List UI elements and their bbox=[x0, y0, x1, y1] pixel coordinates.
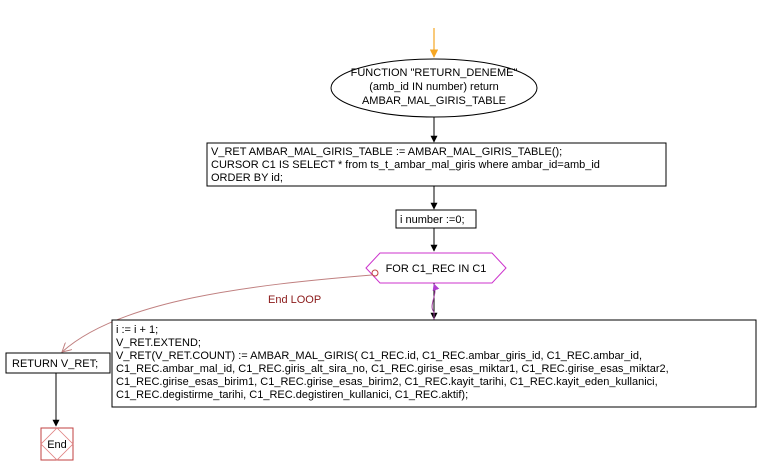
return-text: RETURN V_RET; bbox=[12, 358, 98, 370]
return-block[interactable]: RETURN V_RET; bbox=[5, 352, 111, 374]
declaration-block[interactable]: V_RET AMBAR_MAL_GIRIS_TABLE := AMBAR_MAL… bbox=[206, 142, 667, 187]
init-block[interactable]: i number :=0; bbox=[395, 209, 477, 229]
function-header-line-1: FUNCTION "RETURN_DENEME" bbox=[351, 67, 518, 79]
function-header-line-2: (amb_id IN number) return bbox=[369, 81, 499, 93]
end-terminal-text: End bbox=[47, 439, 67, 451]
end-loop-connector bbox=[62, 274, 373, 352]
declaration-line-3: ORDER BY id; bbox=[211, 172, 283, 184]
loop-decision-text: FOR C1_REC IN C1 bbox=[386, 263, 487, 275]
function-header-node[interactable]: FUNCTION "RETURN_DENEME" (amb_id IN numb… bbox=[330, 58, 538, 118]
loop-decision[interactable]: FOR C1_REC IN C1 bbox=[365, 252, 507, 284]
loop-body-line-1: i := i + 1; bbox=[116, 324, 158, 336]
loop-body-line-5: C1_REC.girise_esas_birim1, C1_REC.girise… bbox=[116, 376, 658, 388]
end-terminal[interactable]: End bbox=[40, 427, 74, 461]
loop-body-line-2: V_RET.EXTEND; bbox=[116, 337, 201, 349]
function-header-line-3: AMBAR_MAL_GIRIS_TABLE bbox=[362, 95, 506, 107]
loop-exit-dot bbox=[371, 269, 379, 277]
loop-body-block[interactable]: i := i + 1; V_RET.EXTEND; V_RET(V_RET.CO… bbox=[111, 319, 757, 408]
loop-body-line-4: C1_REC.ambar_mal_id, C1_REC.giris_alt_si… bbox=[116, 363, 669, 375]
loop-back-arrow bbox=[431, 283, 440, 320]
declaration-line-2: CURSOR C1 IS SELECT * from ts_t_ambar_ma… bbox=[211, 159, 600, 171]
loop-body-line-6: C1_REC.degistirme_tarihi, C1_REC.degisti… bbox=[116, 389, 468, 401]
loop-body-line-3: V_RET(V_RET.COUNT) := AMBAR_MAL_GIRIS( C… bbox=[116, 350, 642, 362]
init-text: i number :=0; bbox=[400, 214, 465, 226]
end-loop-label: End LOOP bbox=[268, 294, 321, 306]
declaration-line-1: V_RET AMBAR_MAL_GIRIS_TABLE := AMBAR_MAL… bbox=[211, 146, 562, 158]
